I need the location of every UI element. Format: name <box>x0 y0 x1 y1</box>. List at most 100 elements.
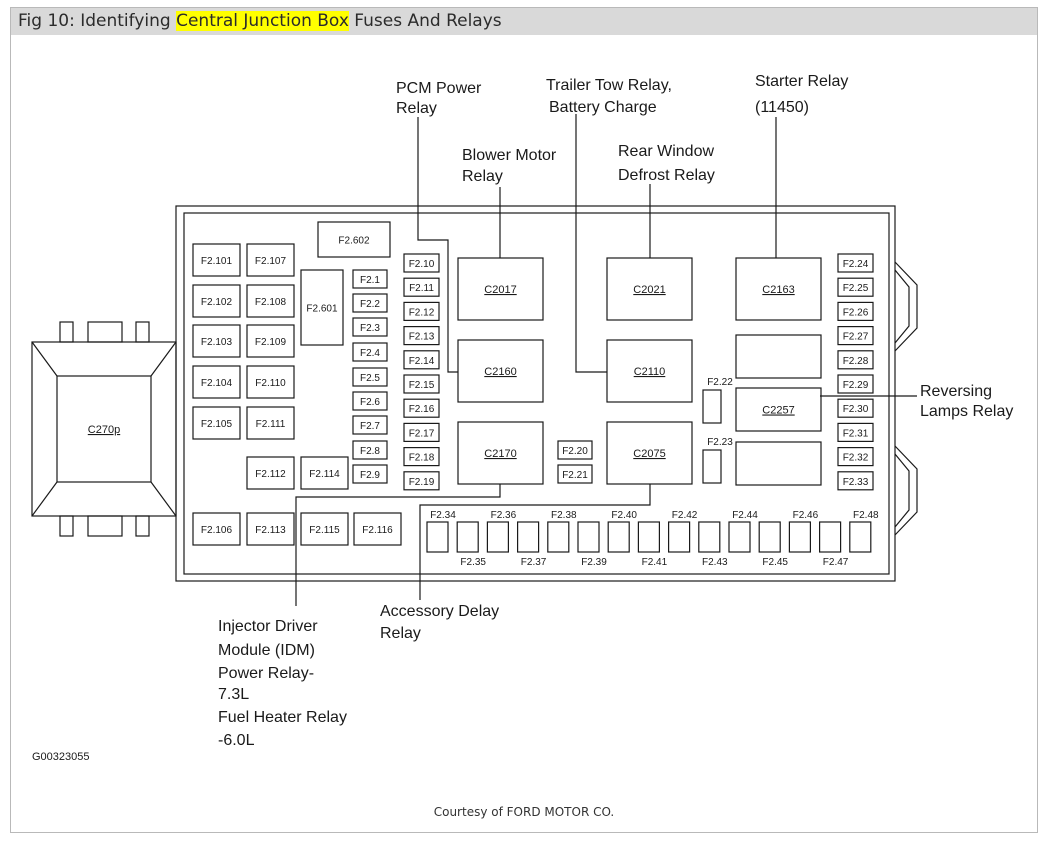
fuse-f2-13-label: F2.13 <box>409 332 435 343</box>
fuse-f2-32: F2.32 <box>837 447 874 467</box>
fuse-f2-103-outline <box>192 324 241 358</box>
fuse-f2-30-label: F2.30 <box>843 404 869 415</box>
fuse-f2-113-outline <box>246 512 295 546</box>
relay-c2110: C2110 <box>606 339 693 403</box>
fuse-f2-38-outline <box>547 521 570 553</box>
fuse-f2-31: F2.31 <box>837 422 874 442</box>
label-idm-line2: Module (IDM) <box>218 642 315 659</box>
relay-c2257-outline <box>735 387 822 432</box>
fuse-f2-43-tag: F2.43 <box>702 557 728 568</box>
fuse-f2-33-label: F2.33 <box>843 477 869 488</box>
fuse-f2-3-outline <box>352 317 388 337</box>
fuse-f2-48-outline <box>849 521 872 553</box>
fuse-f2-26-outline <box>837 301 874 321</box>
fuse-f2-30: F2.30 <box>837 398 874 418</box>
fuse-f2-25: F2.25 <box>837 277 874 297</box>
fuse-f2-27: F2.27 <box>837 326 874 346</box>
fuse-f2-29-label: F2.29 <box>843 380 869 391</box>
title-suffix: Fuses And Relays <box>348 11 502 31</box>
fuse-f2-28-outline <box>837 350 874 370</box>
fuse-f2-9-label: F2.9 <box>360 470 380 481</box>
fuse-f2-36 <box>486 521 509 553</box>
leader-lines <box>295 114 917 606</box>
fuse-f2-109: F2.109 <box>246 324 295 358</box>
label-rear-window-line2: Defrost Relay <box>618 167 715 184</box>
fuse-f2-1-label: F2.1 <box>360 275 380 286</box>
fuse-f2-20: F2.20 <box>557 440 593 460</box>
fuse-f2-31-label: F2.31 <box>843 428 869 439</box>
fuse-f2-41-tag: F2.41 <box>642 557 668 568</box>
fuse-f2-8: F2.8 <box>352 440 388 460</box>
fuse-f2-113: F2.113 <box>246 512 295 546</box>
fuse-f2-6: F2.6 <box>352 391 388 411</box>
label-blower-line2: Relay <box>462 168 503 185</box>
fuse-f2-44-tag: F2.44 <box>732 510 758 521</box>
fuse-f2-42 <box>667 521 691 553</box>
fuse-f2-26: F2.26 <box>837 301 874 321</box>
fuse-f2-35-outline <box>456 521 479 553</box>
fuse-f2-37 <box>516 521 540 553</box>
fuse-f2-104: F2.104 <box>192 365 241 399</box>
figure-frame: Fig 10: Identifying Central Junction Box… <box>10 7 1038 833</box>
trailer-leader <box>575 114 607 373</box>
fuse-f2-20-label: F2.20 <box>562 446 588 457</box>
courtesy-note: Courtesy of FORD MOTOR CO. <box>433 805 615 819</box>
fuse-f2-112: F2.112 <box>246 456 295 490</box>
fuse-f2-34-outline <box>426 521 449 553</box>
fuse-f2-15: F2.15 <box>403 374 440 394</box>
fuse-f2-108-outline <box>246 284 295 318</box>
label-blower-line1: Blower Motor <box>462 147 557 164</box>
fuse-f2-21: F2.21 <box>557 464 593 484</box>
fuse-f2-32-label: F2.32 <box>843 453 869 464</box>
relay-c2160: C2160 <box>457 339 544 403</box>
pcm-leader <box>417 117 458 373</box>
fuse-f2-10: F2.10 <box>403 253 440 273</box>
mount-tab-lower <box>894 445 918 536</box>
fuse-f2-11: F2.11 <box>403 277 440 297</box>
fuse-f2-101-outline <box>192 243 241 277</box>
fuse-f2-115-outline <box>300 512 349 546</box>
fuse-f2-42-outline <box>667 521 691 553</box>
fuse-f2-601: F2.601 <box>300 269 344 346</box>
relay-unlabeled-upper-outline <box>735 334 822 379</box>
fuse-f2-602: F2.602 <box>317 221 391 258</box>
fuse-f2-105-outline <box>192 406 241 440</box>
fuse-f2-109-outline <box>246 324 295 358</box>
fuse-f2-13-outline <box>403 326 440 346</box>
fuse-f2-37-tag: F2.37 <box>521 557 547 568</box>
fuse-f2-5-label: F2.5 <box>360 373 380 384</box>
fuse-f2-111: F2.111 <box>246 406 295 440</box>
fuse-f2-104-label: F2.104 <box>201 378 233 389</box>
fuse-f2-37-outline <box>516 521 540 553</box>
fuse-f2-23-tag: F2.23 <box>707 437 733 448</box>
relay-unlabeled-lower-outline <box>735 441 822 486</box>
fuse-f2-1: F2.1 <box>352 269 388 289</box>
fuse-f2-116-label: F2.116 <box>362 525 393 536</box>
fuse-f2-31-outline <box>837 422 874 442</box>
fuse-f2-10-outline <box>403 253 440 273</box>
fuse-f2-5: F2.5 <box>352 367 388 387</box>
relay-c2160-outline <box>457 339 544 403</box>
label-rear-window-line1: Rear Window <box>618 143 714 160</box>
fuse-f2-29-outline <box>837 374 874 394</box>
relay-c2075: C2075 <box>606 421 693 485</box>
fuse-f2-102-label: F2.102 <box>201 297 233 308</box>
fuse-f2-19: F2.19 <box>403 471 440 491</box>
accessory-leader <box>419 484 651 600</box>
fuse-f2-7-label: F2.7 <box>360 421 380 432</box>
fuse-f2-35 <box>456 521 479 553</box>
fuse-f2-12: F2.12 <box>403 301 440 321</box>
fuse-f2-105-label: F2.105 <box>201 419 233 430</box>
relay-c2110-label: C2110 <box>634 366 666 378</box>
relay-c2163-outline <box>735 257 822 321</box>
fuse-f2-4-label: F2.4 <box>360 348 380 359</box>
junction-box-inner <box>183 212 890 575</box>
fuse-f2-32-outline <box>837 447 874 467</box>
fuse-f2-39 <box>577 521 600 553</box>
fuse-f2-45-tag: F2.45 <box>762 557 788 568</box>
fuse-f2-7: F2.7 <box>352 415 388 435</box>
fuse-f2-3-label: F2.3 <box>360 323 380 334</box>
fuse-f2-19-outline <box>403 471 440 491</box>
fuse-f2-36-outline <box>486 521 509 553</box>
fuse-f2-6-outline <box>352 391 388 411</box>
